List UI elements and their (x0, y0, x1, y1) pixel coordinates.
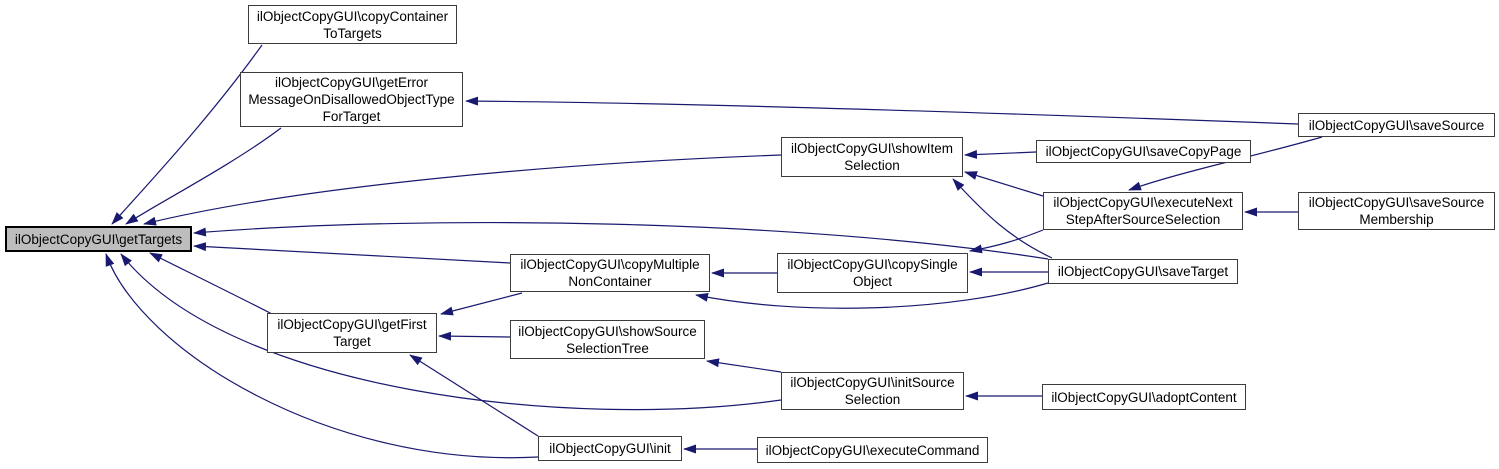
edge-saveTarget-to-copyMultipleNonContainer (695, 282, 1049, 309)
edge-getFirstTarget-to-getTargets (149, 252, 273, 315)
node-showSourceSelectionTree[interactable]: ilObjectCopyGUI\showSource SelectionTree (510, 320, 705, 359)
node-saveTarget[interactable]: ilObjectCopyGUI\saveTarget (1048, 259, 1238, 284)
edge-executeNextStepAfterSourceSelection-to-showItemSelection (964, 171, 1044, 197)
edge-getErrorMessageOnDisallowedObjectTypeForTarget-to-getTargets (125, 127, 282, 225)
edge-showItemSelection-to-getTargets (143, 154, 782, 226)
edge-init-to-getFirstTarget (409, 354, 539, 437)
node-getErrorMessageOnDisallowedObjectTypeForTarget[interactable]: ilObjectCopyGUI\getError MessageOnDisall… (240, 72, 463, 127)
node-executeNextStepAfterSourceSelection[interactable]: ilObjectCopyGUI\executeNext StepAfterSou… (1043, 192, 1243, 230)
edge-saveTarget-to-showItemSelection (952, 178, 1053, 259)
edge-init-to-getTargets (105, 253, 539, 459)
node-getFirstTarget[interactable]: ilObjectCopyGUI\getFirst Target (267, 313, 437, 353)
edge-initSourceSelection-to-getTargets (120, 253, 782, 411)
edge-copyMultipleNonContainer-to-getTargets (193, 242, 511, 264)
edge-showSourceSelectionTree-to-getFirstTarget (438, 331, 511, 341)
node-copySingleObject[interactable]: ilObjectCopyGUI\copySingle Object (777, 253, 968, 293)
edge-copyMultipleNonContainer-to-getFirstTarget (440, 292, 523, 316)
edge-saveSource-to-executeNextStepAfterSourceSelection (1128, 136, 1323, 191)
node-copyContainerToTargets[interactable]: ilObjectCopyGUI\copyContainer ToTargets (248, 5, 457, 44)
node-saveSource[interactable]: ilObjectCopyGUI\saveSource (1298, 113, 1495, 137)
edge-saveSource-to-getErrorMessageOnDisallowedObjectTypeForTarget (465, 96, 1299, 125)
edge-saveCopyPage-to-showItemSelection (964, 149, 1037, 159)
node-getTargets: ilObjectCopyGUI\getTargets (5, 226, 192, 252)
edge-copyContainerToTargets-to-getTargets (111, 44, 263, 225)
node-executeCommand[interactable]: ilObjectCopyGUI\executeCommand (757, 437, 988, 463)
edge-initSourceSelection-to-showSourceSelectionTree (706, 358, 782, 373)
edge-executeNextStepAfterSourceSelection-to-copySingleObject (969, 229, 1044, 254)
node-saveSourceMembership[interactable]: ilObjectCopyGUI\saveSource Membership (1298, 192, 1495, 230)
node-showItemSelection[interactable]: ilObjectCopyGUI\showItem Selection (781, 137, 963, 177)
edge-saveTarget-to-getTargets (193, 221, 1049, 260)
node-saveCopyPage[interactable]: ilObjectCopyGUI\saveCopyPage (1036, 140, 1251, 163)
node-copyMultipleNonContainer[interactable]: ilObjectCopyGUI\copyMultiple NonContaine… (510, 254, 710, 292)
node-adoptContent[interactable]: ilObjectCopyGUI\adoptContent (1042, 384, 1246, 410)
node-init[interactable]: ilObjectCopyGUI\init (538, 436, 682, 461)
node-initSourceSelection[interactable]: ilObjectCopyGUI\initSource Selection (781, 372, 964, 410)
